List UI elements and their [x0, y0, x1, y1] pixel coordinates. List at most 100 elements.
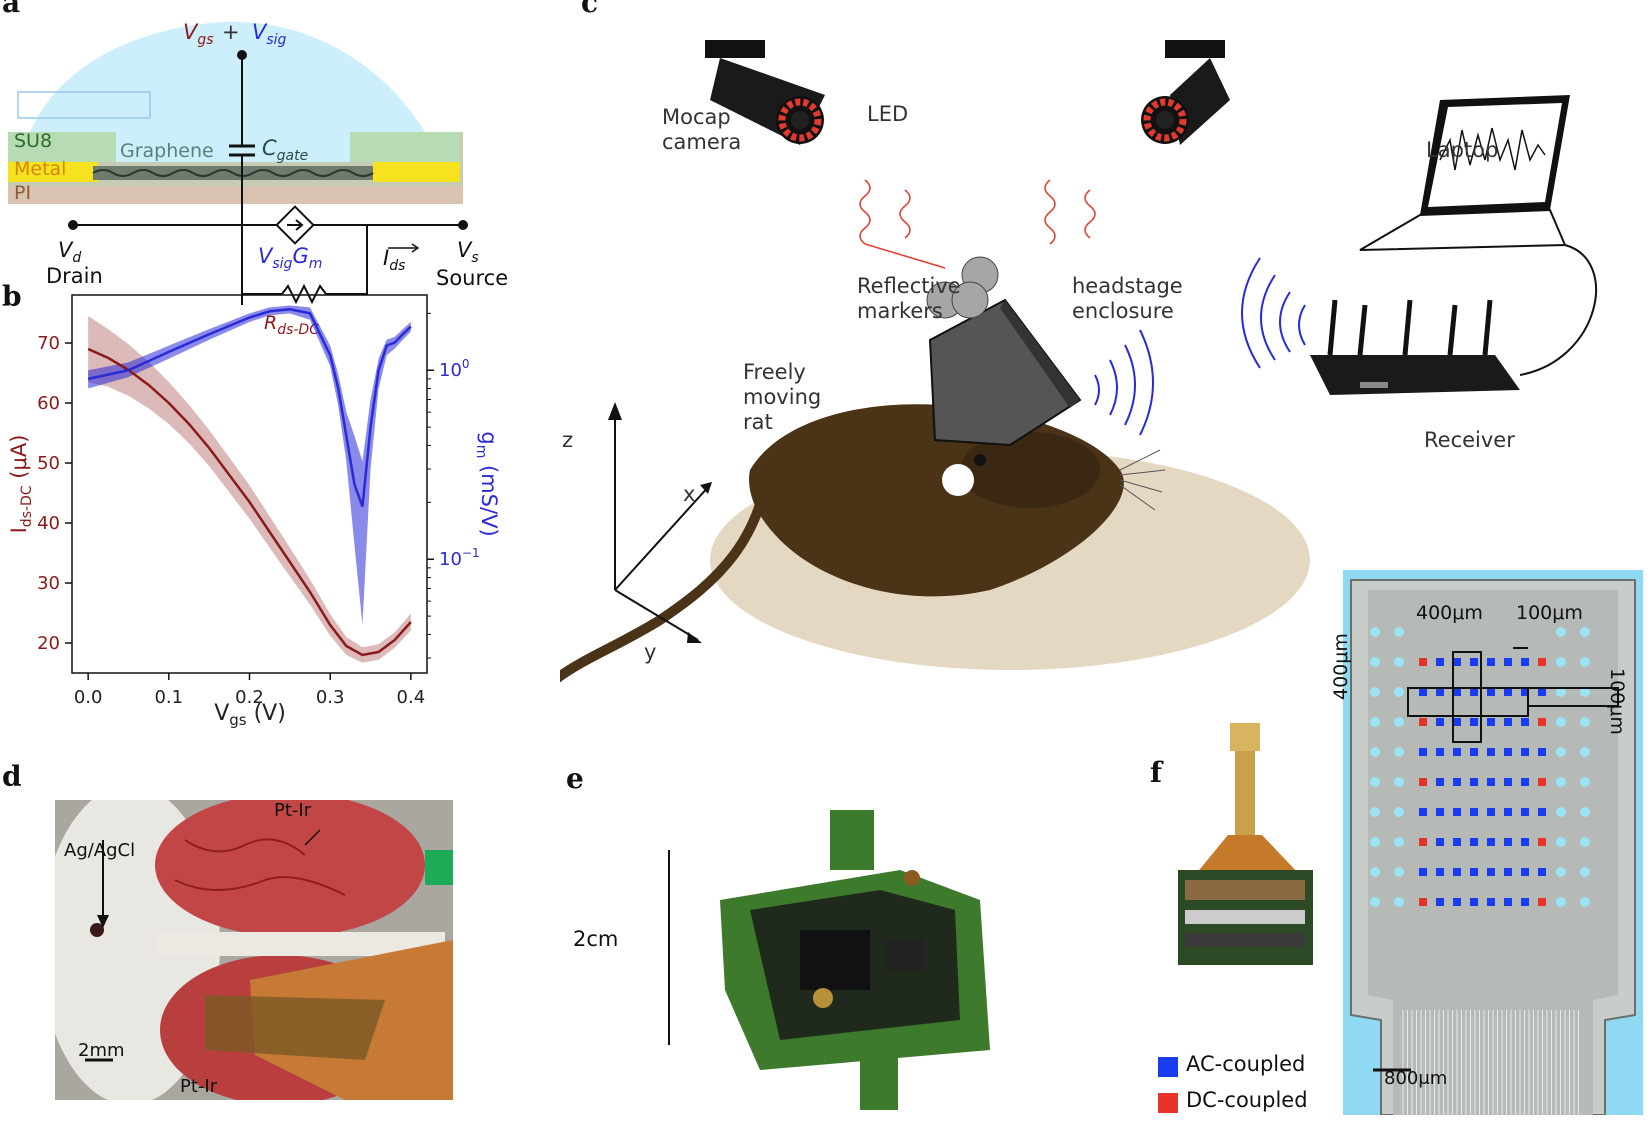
legend-swatch-dc — [1158, 1093, 1178, 1113]
ir-wave-2-icon — [1044, 179, 1056, 245]
ac-coupled-electrode — [1521, 868, 1529, 876]
su8-label: SU8 — [14, 130, 53, 152]
dc-coupled-electrode — [1538, 718, 1546, 726]
y-left-tick-label: 70 — [37, 333, 60, 354]
metal-left — [8, 162, 98, 182]
ac-coupled-electrode — [1487, 898, 1495, 906]
ac-coupled-electrode — [1453, 718, 1461, 726]
ac-coupled-electrode — [1521, 838, 1529, 846]
ac-coupled-electrode — [1504, 658, 1512, 666]
wireless-signal-icon — [1094, 374, 1100, 406]
mocap-camera-right-icon — [1141, 40, 1230, 145]
headstage-enclosure — [928, 298, 1082, 447]
scale-2mm-label: 2mm — [78, 1040, 125, 1061]
reference-pad-icon — [1556, 837, 1566, 847]
probe-micrograph — [1343, 570, 1643, 1115]
ac-coupled-electrode — [1470, 898, 1478, 906]
ac-coupled-electrode — [1453, 898, 1461, 906]
reference-pad-icon — [1370, 777, 1380, 787]
reference-pad-icon — [1394, 687, 1404, 697]
reference-pad-icon — [1394, 657, 1404, 667]
reference-pad-icon — [1370, 807, 1380, 817]
headstage-pcb-photo — [668, 810, 990, 1110]
ac-coupled-electrode — [1470, 778, 1478, 786]
scale-800um-label: 800μm — [1384, 1068, 1448, 1089]
y-axis-label-3d: y — [644, 640, 657, 664]
x-tick-label: 0.0 — [74, 687, 103, 708]
ac-coupled-electrode — [1487, 838, 1495, 846]
x-axis — [614, 484, 711, 591]
ac-coupled-electrode — [1521, 718, 1529, 726]
y-left-tick-label: 30 — [37, 573, 60, 594]
receiver-icon — [1310, 299, 1520, 395]
ac-coupled-electrode — [1436, 688, 1444, 696]
receiver-label: Receiver — [1424, 428, 1515, 452]
ac-coupled-electrode — [1436, 778, 1444, 786]
reference-pad-icon — [1556, 867, 1566, 877]
gfet-schematic — [8, 21, 468, 305]
reference-pad-icon — [1370, 657, 1380, 667]
ac-coupled-electrode — [1504, 718, 1512, 726]
ac-coupled-electrode — [1504, 688, 1512, 696]
pt-ir-bottom-label: Pt-Ir — [180, 1076, 218, 1097]
dim-100um-top: 100μm — [1516, 602, 1583, 624]
gate-terminal — [237, 50, 247, 60]
dc-coupled-electrode — [1419, 838, 1427, 846]
y-right-tick-label: 100 — [439, 357, 470, 381]
vgs-label: Vgs — [183, 20, 214, 49]
reference-pad-icon — [1556, 657, 1566, 667]
ac-coupled-electrode — [1470, 808, 1478, 816]
ac-coupled-electrode — [1521, 898, 1529, 906]
reference-pad-icon — [1580, 747, 1590, 757]
ir-wave-1-icon — [859, 179, 946, 269]
ac-coupled-electrode — [1419, 868, 1427, 876]
ac-coupled-electrode — [1487, 868, 1495, 876]
reference-pad-icon — [1394, 807, 1404, 817]
ac-coupled-electrode — [1470, 838, 1478, 846]
panel-label-e: e — [566, 762, 584, 795]
ac-coupled-electrode — [1436, 868, 1444, 876]
reference-pad-icon — [1556, 627, 1566, 637]
panel-label-d: d — [2, 760, 22, 793]
reference-pad-icon — [1556, 717, 1566, 727]
reference-pad-icon — [1394, 867, 1404, 877]
current-direction-arrow-icon — [287, 219, 304, 231]
mocap-camera-left-icon — [705, 40, 825, 145]
ac-coupled-electrode — [1453, 838, 1461, 846]
ac-coupled-electrode — [1504, 778, 1512, 786]
plus-sign: + — [222, 20, 240, 44]
ac-coupled-electrode — [1453, 748, 1461, 756]
ac-coupled-electrode — [1504, 808, 1512, 816]
laptop-label: Laptop — [1426, 138, 1499, 162]
x-tick-label: 0.1 — [154, 687, 183, 708]
ac-coupled-electrode — [1487, 748, 1495, 756]
dim-400um-side: 400μm — [1330, 633, 1352, 700]
x-axis-label: Vgs (V) — [214, 701, 286, 729]
electrolyte-bubble — [30, 21, 425, 132]
ac-coupled-electrode — [1436, 718, 1444, 726]
dc-coupled-electrode — [1419, 718, 1427, 726]
reference-pad-icon — [1370, 717, 1380, 727]
receiver-signal-icon — [1298, 304, 1306, 346]
ac-coupled-electrode — [1419, 748, 1427, 756]
reference-pad-icon — [1370, 627, 1380, 637]
brain-photo — [55, 800, 453, 1100]
dc-coupled-electrode — [1419, 778, 1427, 786]
reference-pad-icon — [1394, 747, 1404, 757]
ac-coupled-electrode — [1436, 898, 1444, 906]
x-tick-label: 0.3 — [316, 687, 345, 708]
ac-coupled-electrode — [1538, 688, 1546, 696]
ac-coupled-electrode — [1453, 658, 1461, 666]
dc-coupled-electrode — [1538, 658, 1546, 666]
ac-coupled-electrode — [1538, 748, 1546, 756]
reference-pad-icon — [1370, 687, 1380, 697]
source-terminal — [458, 220, 468, 230]
ac-coupled-electrode — [1419, 688, 1427, 696]
connector-photo — [1178, 723, 1313, 965]
drain-terminal — [68, 220, 78, 230]
rat-tail — [560, 459, 775, 683]
ac-coupled-electrode — [1521, 658, 1529, 666]
ac-coupled-electrode — [1521, 688, 1529, 696]
reference-pad-icon — [1580, 777, 1590, 787]
